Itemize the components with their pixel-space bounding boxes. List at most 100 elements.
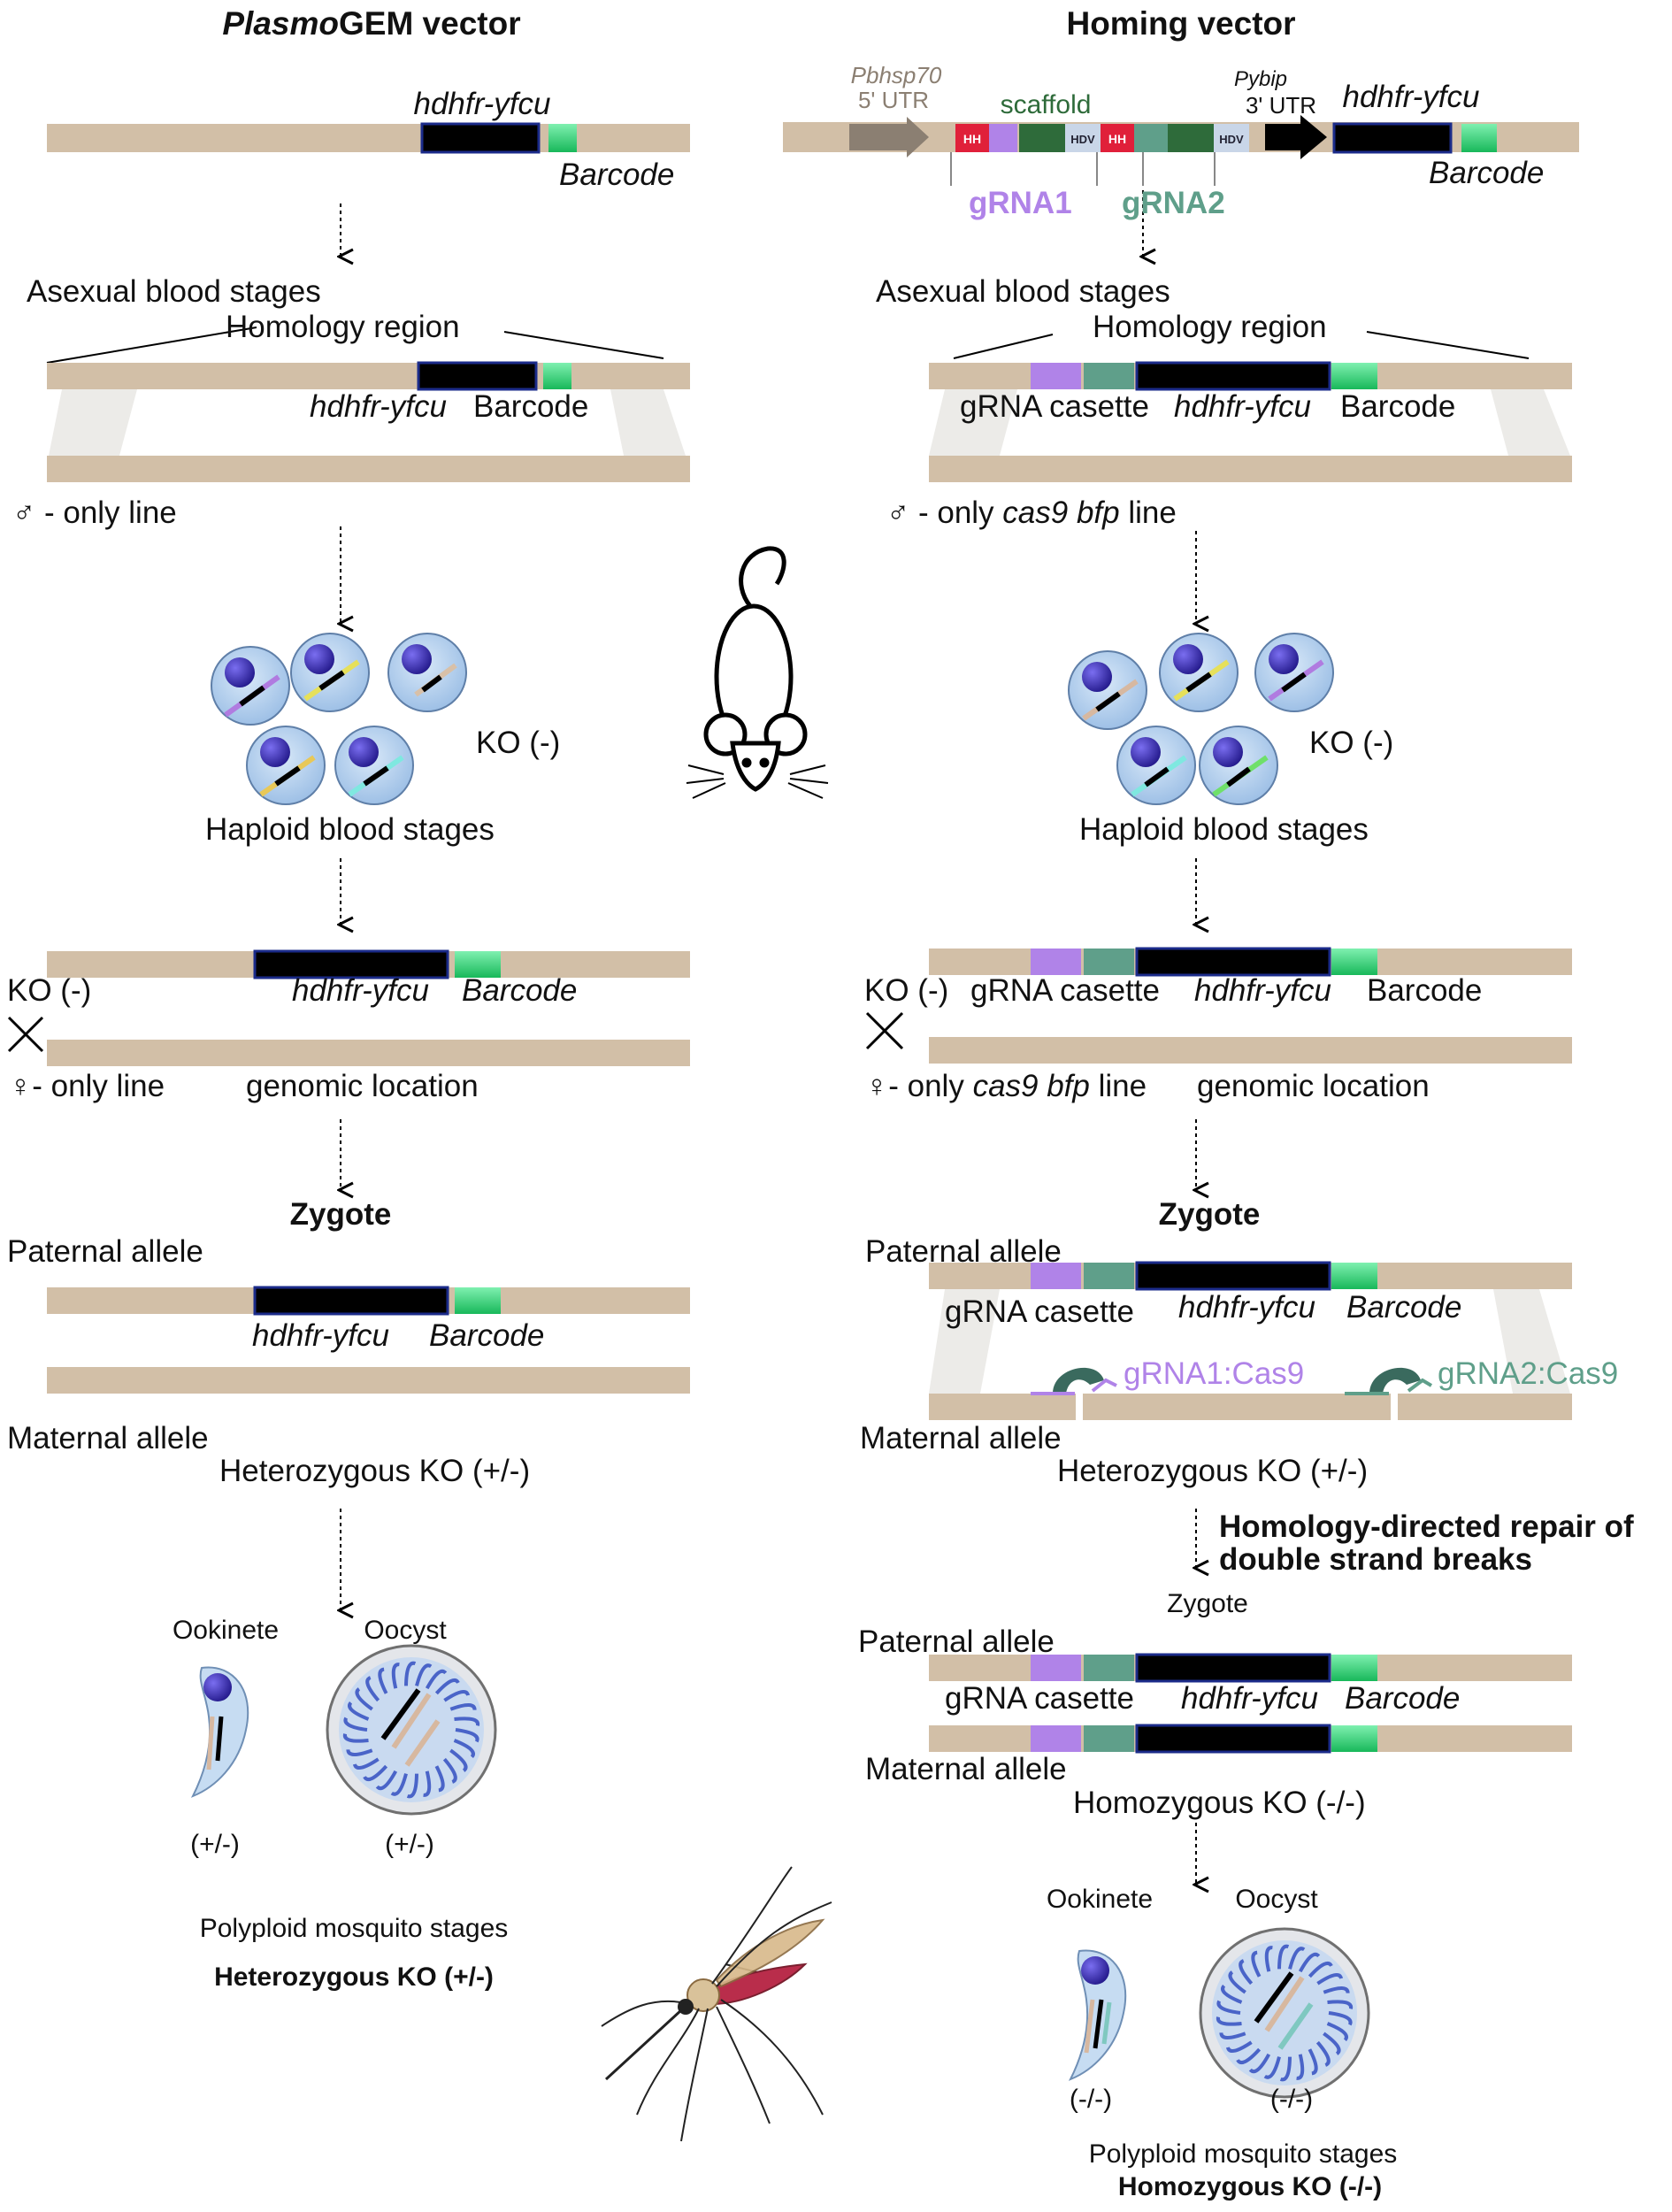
right-genomic-label: genomic location <box>1197 1069 1430 1103</box>
oocyst-sporozoite <box>343 1717 368 1732</box>
right-maternal-label: Maternal allele <box>860 1421 1062 1455</box>
right-promoter-label: Pbhsp70 <box>850 62 942 88</box>
right-paternal-label: Paternal allele <box>865 1234 1062 1269</box>
left-het-label: Heterozygous KO (+/-) <box>219 1454 531 1488</box>
oocyst-icon-right <box>1199 1927 1370 2099</box>
left-homology-chromosome <box>47 363 690 389</box>
mouse-icon <box>686 546 829 799</box>
right-grna1-label: gRNA1 <box>969 186 1072 220</box>
right-zygote2-label: Zygote <box>1167 1589 1248 1618</box>
right-zygote-barcode-label: Barcode <box>1346 1290 1462 1325</box>
right-utr3-label: 3' UTR <box>1245 92 1317 119</box>
left-title-rest: GEM vector <box>339 5 521 42</box>
oocyst-sporozoite <box>355 1687 373 1711</box>
right-cross-cassette-label: gRNA casette <box>970 973 1160 1008</box>
right-female-prefix: ♀- only <box>865 1069 973 1103</box>
right-ookinete-label: Ookinete <box>1046 1885 1154 1914</box>
left-ookinete-label: Ookinete <box>172 1616 280 1645</box>
oocyst-sporozoite <box>1315 2040 1331 2067</box>
left-vector-barcode <box>548 124 577 152</box>
right-zygote-label: Zygote <box>1158 1197 1261 1232</box>
oocyst-sporozoite <box>1263 2056 1281 2079</box>
left-oocyst-label: Oocyst <box>364 1616 447 1645</box>
oocyst-sporozoite <box>1236 2047 1262 2064</box>
oocyst-sporozoite <box>1328 2011 1353 2026</box>
cross-icon-right <box>865 1011 904 1050</box>
oocyst-sporozoite <box>442 1757 457 1784</box>
left-vector-gene-label: hdhfr-yfcu <box>413 87 551 121</box>
oocyst-sporozoite <box>1298 1952 1321 1973</box>
left-genome-chromosome <box>47 456 690 482</box>
left-homology-label: Homology region <box>226 310 460 344</box>
oocyst-sporozoite <box>346 1748 373 1756</box>
right-vector-barcode-label: Barcode <box>1429 156 1545 190</box>
right-male-suffix: line <box>1119 495 1177 530</box>
left-female-line-label: ♀- only line <box>9 1069 165 1103</box>
right-homology-barcode-label: Barcode <box>1340 389 1456 424</box>
left-asexual-label: Asexual blood stages <box>27 274 321 309</box>
right-final-label: Homozygous KO (-/-) <box>1117 2172 1383 2201</box>
oocyst-sporozoite <box>425 1669 448 1690</box>
svg-text:HDV: HDV <box>1219 133 1244 146</box>
oocyst-sporozoite <box>449 1748 468 1772</box>
oocyst-sporozoite <box>1296 2054 1305 2080</box>
oocyst-sporozoite <box>1323 1986 1350 1994</box>
oocyst-sporozoite <box>404 1661 417 1686</box>
right-paternal2-label: Paternal allele <box>858 1624 1055 1659</box>
right-homology-cassette-label: gRNA casette <box>960 389 1149 424</box>
right-zygote-cassette-label: gRNA casette <box>945 1294 1134 1329</box>
oocyst-sporozoite <box>1327 2000 1354 2009</box>
oocyst-sporozoite <box>1326 2022 1348 2042</box>
oocyst-sporozoite <box>1277 1944 1290 1970</box>
oocyst-sporozoite <box>1308 1962 1333 1978</box>
right-oocyst-label: Oocyst <box>1235 1885 1318 1914</box>
oocyst-sporozoite <box>1308 2048 1318 2076</box>
oocyst-sporozoite <box>406 1773 418 1799</box>
right-male-italic: cas9 bfp <box>1002 495 1120 530</box>
right-ookinete-genotype: (-/-) <box>1069 2085 1113 2114</box>
ookinete-icon <box>190 1666 249 1798</box>
right-pybip-label: Pybip <box>1233 67 1288 91</box>
right-utr5-label: 5' UTR <box>857 87 930 113</box>
left-title: PlasmoGEM vector <box>222 7 520 40</box>
oocyst-sporozoite <box>1221 1984 1243 2004</box>
right-hdr-barcode-label: Barcode <box>1345 1681 1461 1716</box>
right-male-prefix: ♂ - only <box>886 495 1003 530</box>
right-zygote-gene-label: hdhfr-yfcu <box>1178 1290 1315 1325</box>
cross-icon <box>7 1016 44 1053</box>
oocyst-sporozoite <box>415 1663 433 1686</box>
oocyst-sporozoite <box>1323 2032 1341 2055</box>
oocyst-sporozoite <box>1316 1972 1344 1985</box>
left-cross-barcode-label: Barcode <box>462 973 578 1008</box>
right-het-label: Heterozygous KO (+/-) <box>1057 1454 1369 1488</box>
left-zygote-gene-label: hdhfr-yfcu <box>252 1318 389 1353</box>
left-male-line-label: ♂ - only line <box>12 495 177 530</box>
right-ko-label: KO (-) <box>1309 726 1394 760</box>
left-vector-gene-block <box>420 122 541 154</box>
oocyst-sporozoite <box>1239 1959 1254 1985</box>
oocyst-sporozoite <box>1219 2032 1246 2039</box>
left-cross-gene-label: hdhfr-yfcu <box>292 973 429 1008</box>
right-asexual-label: Asexual blood stages <box>876 274 1170 309</box>
left-maternal-label: Maternal allele <box>7 1421 209 1455</box>
left-oocyst-genotype: (+/-) <box>385 1830 434 1859</box>
oocyst-sporozoite <box>1228 1970 1246 1994</box>
oocyst-sporozoite <box>348 1701 370 1721</box>
right-vector-gene-label: hdhfr-yfcu <box>1342 80 1480 114</box>
right-female-italic: cas9 bfp <box>972 1069 1090 1103</box>
left-vector-barcode-label: Barcode <box>559 157 675 192</box>
right-homology-label: Homology region <box>1093 310 1327 344</box>
right-hdr-gene-label: hdhfr-yfcu <box>1181 1681 1318 1716</box>
left-homology-gene-label: hdhfr-yfcu <box>310 389 447 424</box>
right-maternal2-label: Maternal allele <box>865 1752 1067 1786</box>
left-final-label: Heterozygous KO (+/-) <box>214 1962 494 1992</box>
right-cross-gene-label: hdhfr-yfcu <box>1194 973 1331 1008</box>
right-female-suffix: line <box>1089 1069 1147 1103</box>
left-polyploid-label: Polyploid mosquito stages <box>199 1914 509 1943</box>
right-cross-ko-label: KO (-) <box>864 973 949 1008</box>
right-hdr-line2: double strand breaks <box>1219 1542 1532 1577</box>
oocyst-icon <box>326 1644 497 1816</box>
left-title-italic: Plasmo <box>222 5 339 42</box>
oocyst-sporozoite <box>1288 1947 1306 1970</box>
svg-text:HH: HH <box>963 132 981 146</box>
